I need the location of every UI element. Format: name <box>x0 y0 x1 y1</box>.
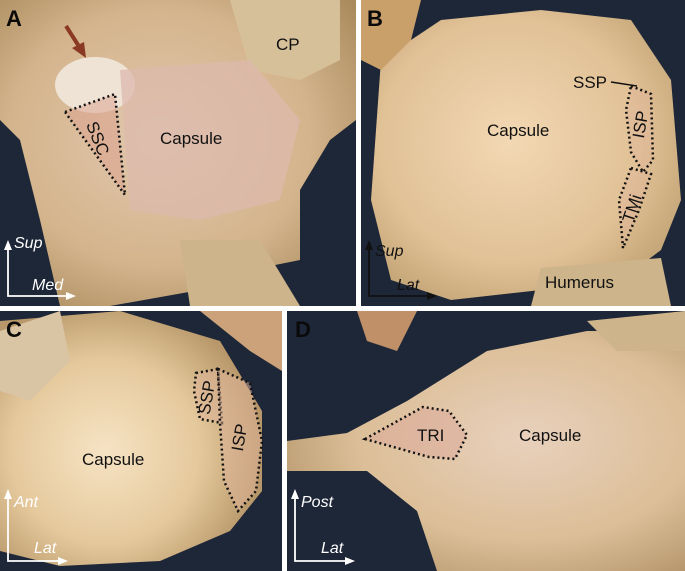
axis-label-vertical: Ant <box>14 494 39 511</box>
axis-arrow-right-icon <box>58 557 68 565</box>
panel-b-photo <box>361 0 685 306</box>
panel-c: C Capsule SSP ISP Ant Lat <box>0 311 282 571</box>
axis-arrow-up-icon <box>4 240 12 250</box>
axis-lines <box>294 497 347 562</box>
cp-label: CP <box>276 35 300 54</box>
axis-label-horizontal: Lat <box>321 540 344 557</box>
panel-letter: C <box>6 317 22 342</box>
axis-arrow-up-icon <box>365 240 373 250</box>
panel-a-photo <box>0 0 356 306</box>
axis-lines <box>7 497 60 562</box>
axis-label-horizontal: Lat <box>397 277 420 294</box>
tri-outline <box>361 405 469 461</box>
capsule-label: Capsule <box>82 450 145 469</box>
isp-outline <box>216 367 264 514</box>
axis-label-vertical: Sup <box>375 243 404 260</box>
ssc-outline <box>63 92 127 200</box>
axis-arrow-right-icon <box>66 292 76 300</box>
arrow-head-icon <box>72 42 86 58</box>
tri-label: TRI <box>417 426 445 445</box>
capsule-label: Capsule <box>487 121 550 140</box>
axis-label-horizontal: Lat <box>34 540 57 557</box>
panel-d: D TRI Capsule Post Lat <box>287 311 685 571</box>
panel-letter: A <box>6 6 22 31</box>
capsule-label: Capsule <box>519 426 582 445</box>
tmi-outline <box>617 166 653 249</box>
capsule-label: Capsule <box>160 129 223 148</box>
isp-label: ISP <box>628 109 653 140</box>
ssp-label: SSP <box>573 73 608 92</box>
axis-arrow-right-icon <box>427 292 437 300</box>
axis-lines <box>7 248 70 297</box>
axis-label-horizontal: Med <box>32 277 64 294</box>
panel-d-photo <box>287 311 685 571</box>
axis-arrow-up-icon <box>4 489 12 499</box>
panel-c-photo <box>0 311 282 571</box>
panel-letter: D <box>295 317 311 342</box>
axis-arrow-right-icon <box>345 557 355 565</box>
panel-a: A SSC Capsule CP Sup Med <box>0 0 356 306</box>
panel-letter: B <box>367 6 383 31</box>
axis-arrow-up-icon <box>291 489 299 499</box>
panel-b: B SSP Capsule ISP TMi Humerus Sup Lat <box>361 0 685 306</box>
arrow-shaft <box>64 24 82 50</box>
axis-lines <box>368 248 431 297</box>
ssp-outline <box>192 367 224 425</box>
ssp-leader-line <box>610 81 638 87</box>
isp-label: ISP <box>227 422 252 453</box>
humerus-label: Humerus <box>545 273 614 292</box>
axis-label-vertical: Sup <box>14 235 43 252</box>
axis-label-vertical: Post <box>301 494 334 511</box>
isp-outline <box>624 84 655 175</box>
